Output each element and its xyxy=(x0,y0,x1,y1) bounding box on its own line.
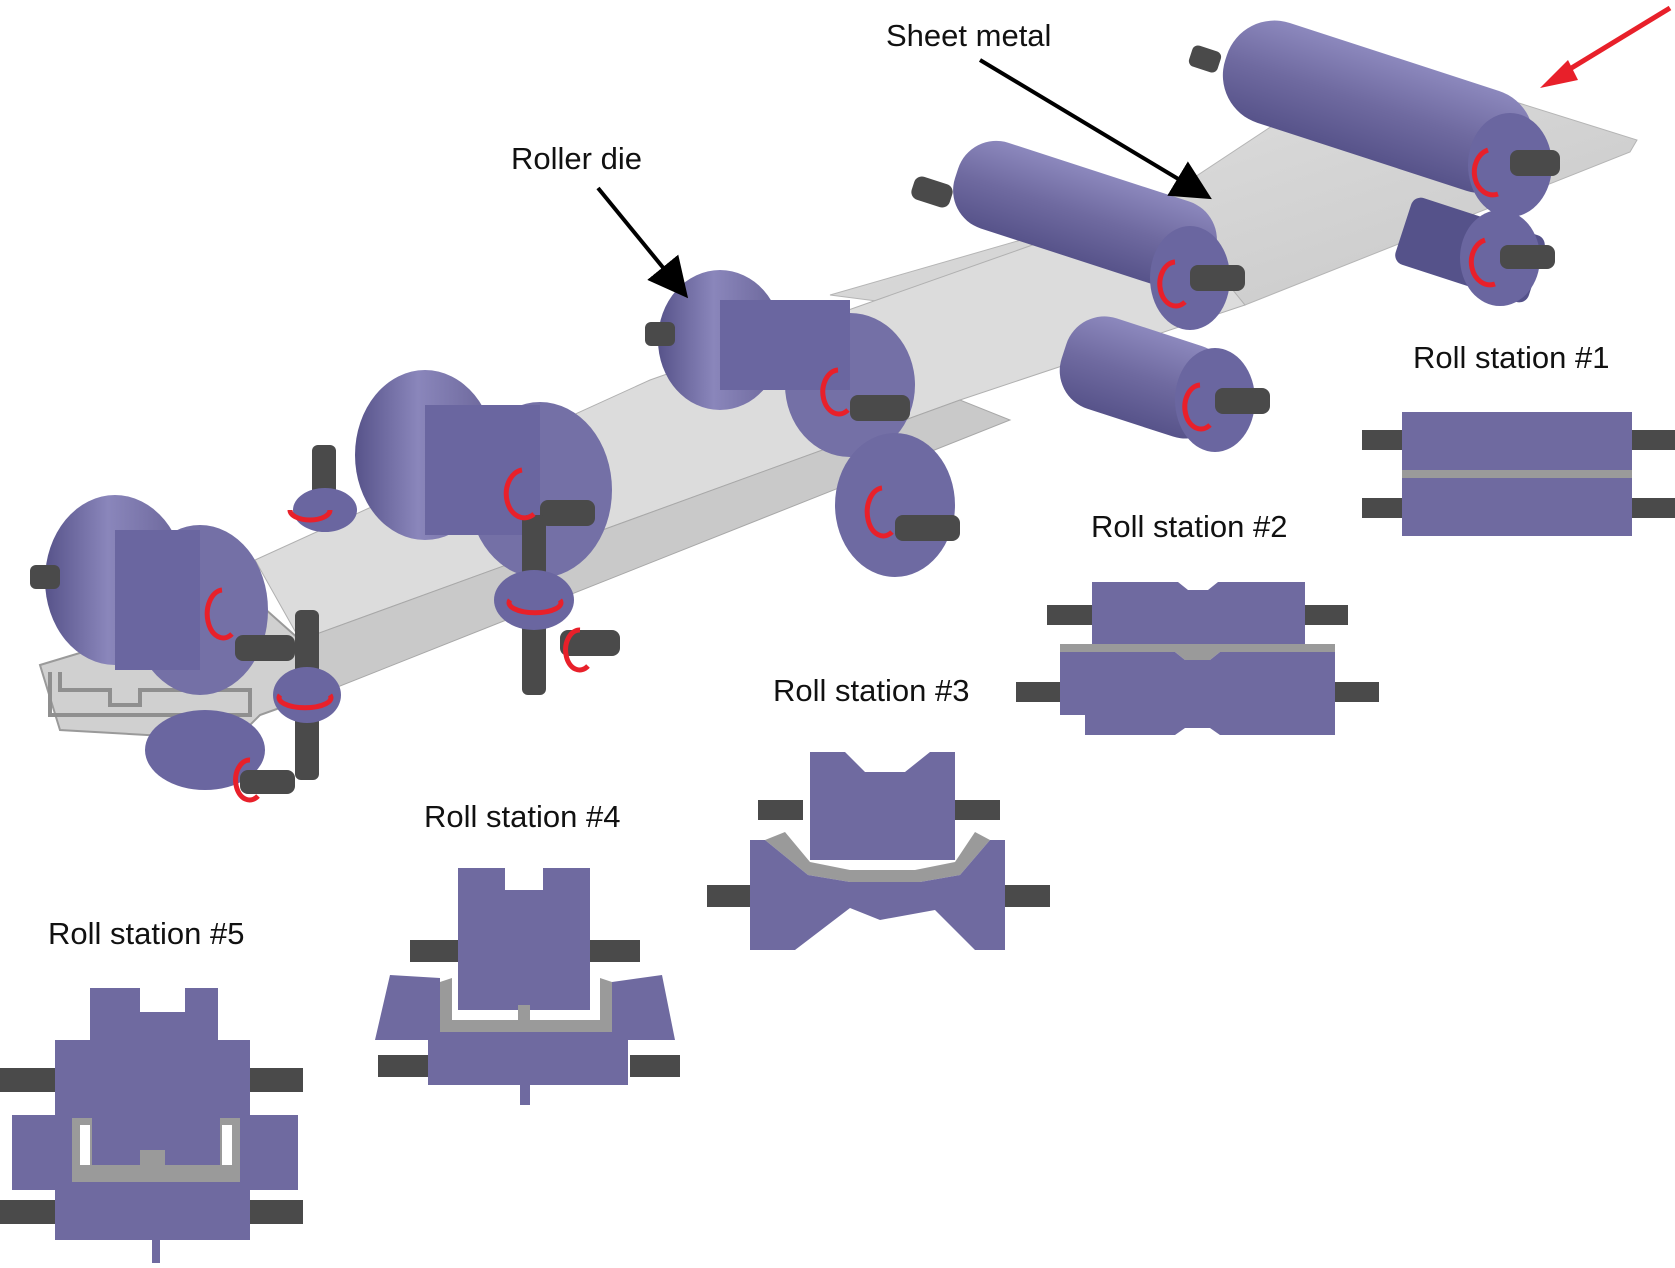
station-5-profile xyxy=(0,988,303,1263)
rotation-arrow-icon xyxy=(1157,259,1187,309)
rotation-arrow-icon xyxy=(1471,147,1499,198)
station-5-label: Roll station #5 xyxy=(48,916,245,951)
sheet-metal-leader xyxy=(978,58,1212,200)
rotation-arrows xyxy=(204,147,1499,803)
rotation-arrow-icon xyxy=(563,627,590,673)
rotation-arrow-icon xyxy=(276,693,334,711)
station-1-profile xyxy=(1362,412,1675,536)
rotation-arrow-icon xyxy=(204,587,234,641)
sheet-metal-label: Sheet metal xyxy=(886,18,1052,53)
feed-arrow-icon xyxy=(1540,5,1672,88)
rotation-arrow-icon xyxy=(1468,237,1496,288)
station-4-profile xyxy=(375,868,680,1105)
station-2-profile xyxy=(1016,582,1379,735)
rotation-arrow-icon xyxy=(1182,382,1212,432)
rotation-arrow-icon xyxy=(820,367,850,417)
station-3-rollers xyxy=(645,270,960,577)
rotation-arrow-icon xyxy=(503,467,536,521)
roll-forming-line xyxy=(30,5,1672,803)
station-1-label: Roll station #1 xyxy=(1413,340,1610,375)
rotation-arrow-icon xyxy=(233,757,260,803)
rotation-arrow-icon xyxy=(287,509,333,523)
station-3-label: Roll station #3 xyxy=(773,673,970,708)
roller-die-label: Roller die xyxy=(511,141,642,176)
roller-die-leader xyxy=(596,186,689,299)
station-5-rollers xyxy=(30,495,341,794)
rotation-arrow-icon xyxy=(506,598,564,616)
channel-end-profile xyxy=(48,672,252,717)
station-2-label: Roll station #2 xyxy=(1091,509,1288,544)
station-4-label: Roll station #4 xyxy=(424,799,621,834)
station-3-profile xyxy=(707,752,1050,950)
rotation-arrow-icon xyxy=(864,485,894,539)
